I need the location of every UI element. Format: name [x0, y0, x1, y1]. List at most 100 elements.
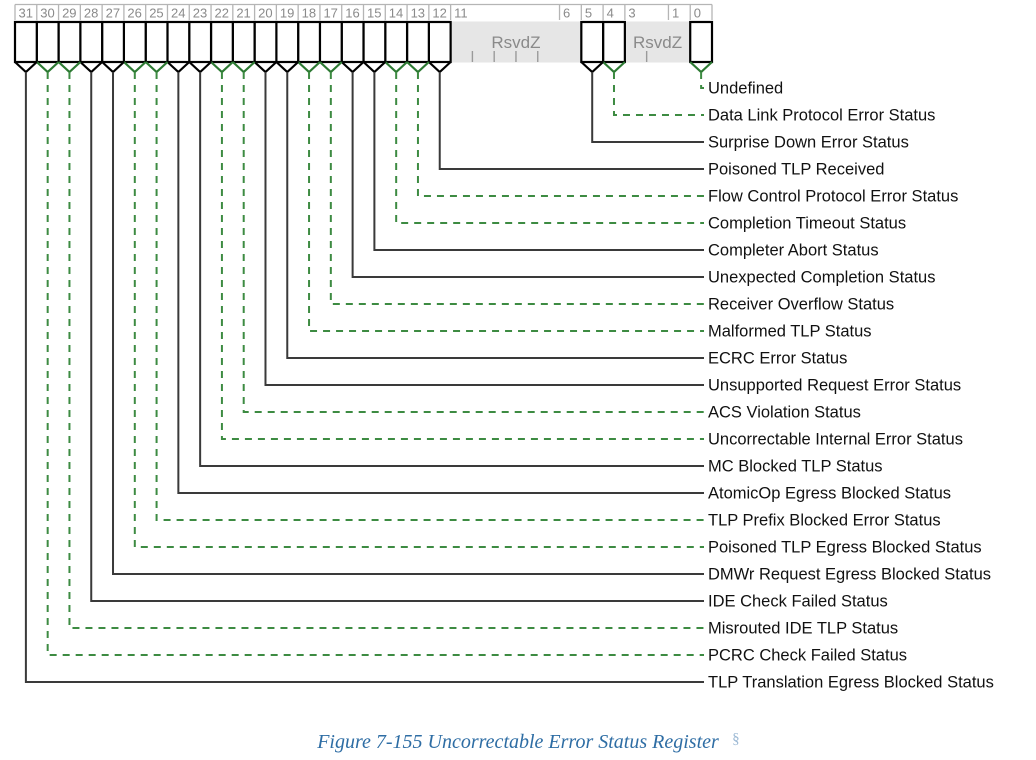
bit-number-0: 0 [694, 6, 701, 21]
bit-cell-16[interactable] [340, 20, 365, 64]
bit-cell-15[interactable] [362, 20, 387, 64]
bit-number-29: 29 [62, 6, 76, 21]
caption-section-mark: § [732, 731, 740, 747]
leader-line-bit-14 [395, 72, 704, 224]
bit-funnel-28 [79, 61, 103, 74]
bit-number-13: 13 [411, 6, 425, 21]
field-label-bit-28: IDE Check Failed Status [708, 593, 888, 611]
bit-number-30: 30 [40, 6, 54, 21]
bit-cell-17[interactable] [318, 20, 343, 64]
leader-line-bit-5 [591, 72, 704, 143]
bit-cell-21[interactable] [231, 20, 256, 64]
leader-line-bit-15 [373, 72, 704, 251]
bit-number-17: 17 [323, 6, 337, 21]
bit-number-23: 23 [193, 6, 207, 21]
field-label-bit-26: Poisoned TLP Egress Blocked Status [708, 539, 982, 557]
leader-lines [24, 72, 704, 683]
reserved-fields: RsvdZ RsvdZ [449, 21, 691, 63]
field-label-bit-5: Surprise Down Error Status [708, 134, 909, 152]
bit-cell-23[interactable] [188, 20, 213, 64]
bit-number-27: 27 [106, 6, 120, 21]
leader-line-bit-30 [46, 72, 704, 656]
bit-funnel-27 [101, 61, 125, 74]
bit-number-14: 14 [389, 6, 403, 21]
bit-cell-0[interactable] [689, 20, 714, 64]
bit-funnel-18 [297, 61, 321, 74]
leader-line-bit-23 [199, 72, 704, 467]
bit-cell-22[interactable] [209, 20, 234, 64]
field-label-bit-21: ACS Violation Status [708, 404, 861, 422]
bit-funnel-31 [14, 61, 38, 74]
bit-funnel-20 [253, 61, 278, 74]
field-label-bit-20: Unsupported Request Error Status [708, 377, 961, 395]
field-label-bit-27: DMWr Request Egress Blocked Status [708, 566, 991, 584]
leader-line-bit-4 [612, 72, 704, 116]
field-label-bit-13: Flow Control Protocol Error Status [708, 188, 958, 206]
leader-line-bit-27 [112, 72, 704, 575]
bit-cell-14[interactable] [384, 20, 409, 64]
leader-line-bit-25 [155, 72, 704, 521]
field-label-bit-17: Receiver Overflow Status [708, 296, 894, 314]
bit-cells [13, 20, 714, 64]
bit-number-6: 6 [563, 6, 570, 21]
bit-cell-4[interactable] [601, 20, 626, 64]
bit-cell-27[interactable] [101, 20, 126, 64]
bit-funnel-29 [57, 61, 82, 74]
bit-number-15: 15 [367, 6, 381, 21]
leader-line-bit-21 [242, 72, 704, 413]
bit-number-11: 11 [454, 6, 468, 21]
bit-funnel-13 [406, 61, 430, 74]
bit-cell-12[interactable] [427, 20, 452, 64]
bit-cell-30[interactable] [35, 20, 60, 64]
bit-cell-20[interactable] [253, 20, 278, 64]
figure-caption: Figure 7-155 Uncorrectable Error Status … [316, 731, 739, 753]
field-label-bit-15: Completer Abort Status [708, 242, 879, 260]
bit-funnel-12 [428, 61, 452, 74]
bit-funnel-26 [123, 61, 147, 74]
bit-cell-26[interactable] [122, 20, 147, 64]
bit-funnel-15 [362, 61, 387, 74]
leader-line-bit-29 [68, 72, 704, 629]
reserved-field-label-0: RsvdZ [491, 33, 540, 52]
leader-line-bit-17 [329, 72, 704, 305]
bit-cell-31[interactable] [13, 20, 38, 64]
field-label-bit-0: Undefined [708, 80, 783, 98]
field-label-bit-31: TLP Translation Egress Blocked Status [708, 674, 994, 692]
bit-number-4: 4 [607, 6, 614, 21]
bit-number-25: 25 [149, 6, 163, 21]
bit-funnel-16 [340, 61, 365, 74]
leader-line-bit-22 [220, 72, 704, 440]
bit-cell-29[interactable] [57, 20, 82, 64]
field-label-bit-4: Data Link Protocol Error Status [708, 107, 935, 125]
caption-label: Figure 7-155 Uncorrectable Error Status … [316, 731, 719, 753]
bit-funnel-4 [602, 61, 626, 74]
bit-number-1: 1 [672, 6, 679, 21]
field-label-bit-18: Malformed TLP Status [708, 323, 872, 341]
bit-funnel-19 [275, 61, 299, 74]
bit-number-19: 19 [280, 6, 294, 21]
leader-line-bit-24 [177, 72, 704, 494]
field-label-bit-16: Unexpected Completion Status [708, 269, 935, 287]
bit-number-5: 5 [585, 6, 592, 21]
bit-cell-18[interactable] [297, 20, 322, 64]
reserved-field-box-1 [624, 21, 691, 63]
bit-cell-25[interactable] [144, 20, 169, 64]
bit-cell-13[interactable] [405, 20, 430, 64]
bit-funnel-17 [319, 61, 343, 74]
leader-line-bit-31 [24, 72, 704, 683]
leader-line-bit-28 [90, 72, 704, 602]
bit-cell-28[interactable] [79, 20, 104, 64]
bit-number-24: 24 [171, 6, 185, 21]
bit-funnel-14 [384, 61, 408, 74]
field-label-bit-23: MC Blocked TLP Status [708, 458, 883, 476]
reserved-field-label-1: RsvdZ [633, 33, 682, 52]
field-label-bit-24: AtomicOp Egress Blocked Status [708, 485, 951, 503]
bit-number-3: 3 [628, 6, 635, 21]
bit-cell-19[interactable] [275, 20, 300, 64]
bit-cell-24[interactable] [166, 20, 191, 64]
bit-cell-5[interactable] [580, 20, 605, 64]
